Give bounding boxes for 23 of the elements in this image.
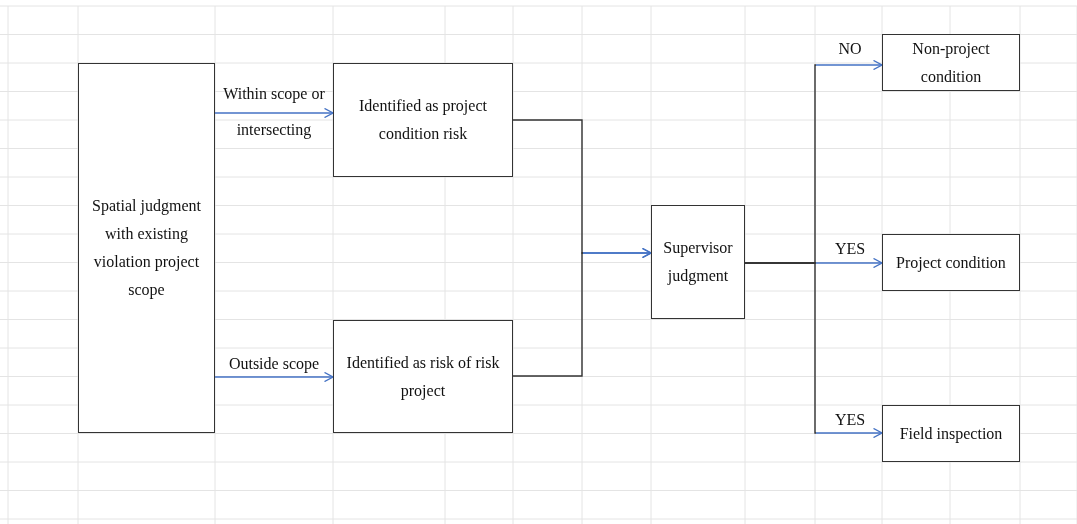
- edge-label: Outside scope: [227, 354, 321, 375]
- process-box: [651, 205, 745, 319]
- node-text: Identified as risk of risk project: [345, 352, 501, 402]
- node-text: Spatial judgment with existing violation project scope: [91, 196, 202, 301]
- node-text: Supervisor judgment: [662, 238, 734, 287]
- process-box: [333, 320, 513, 433]
- node-text: Non-project condition: [911, 38, 991, 87]
- edge-label: NO: [837, 39, 863, 59]
- edge-label: Within scope or intersecting: [222, 84, 326, 141]
- node-text: Project condition: [895, 252, 1007, 274]
- process-box: [333, 63, 513, 177]
- process-box: [78, 63, 215, 433]
- arrow: [744, 262, 883, 439]
- process-box: [882, 234, 1020, 291]
- process-box: [882, 405, 1020, 462]
- arrow: [214, 107, 334, 119]
- arrow: [214, 371, 334, 383]
- process-box: [882, 34, 1020, 91]
- edge-label: YES: [833, 410, 867, 430]
- node-text: Identified as project condition risk: [358, 96, 488, 144]
- arrow: [512, 247, 652, 377]
- edge-label: YES: [833, 239, 867, 259]
- node-text: Field inspection: [898, 423, 1004, 445]
